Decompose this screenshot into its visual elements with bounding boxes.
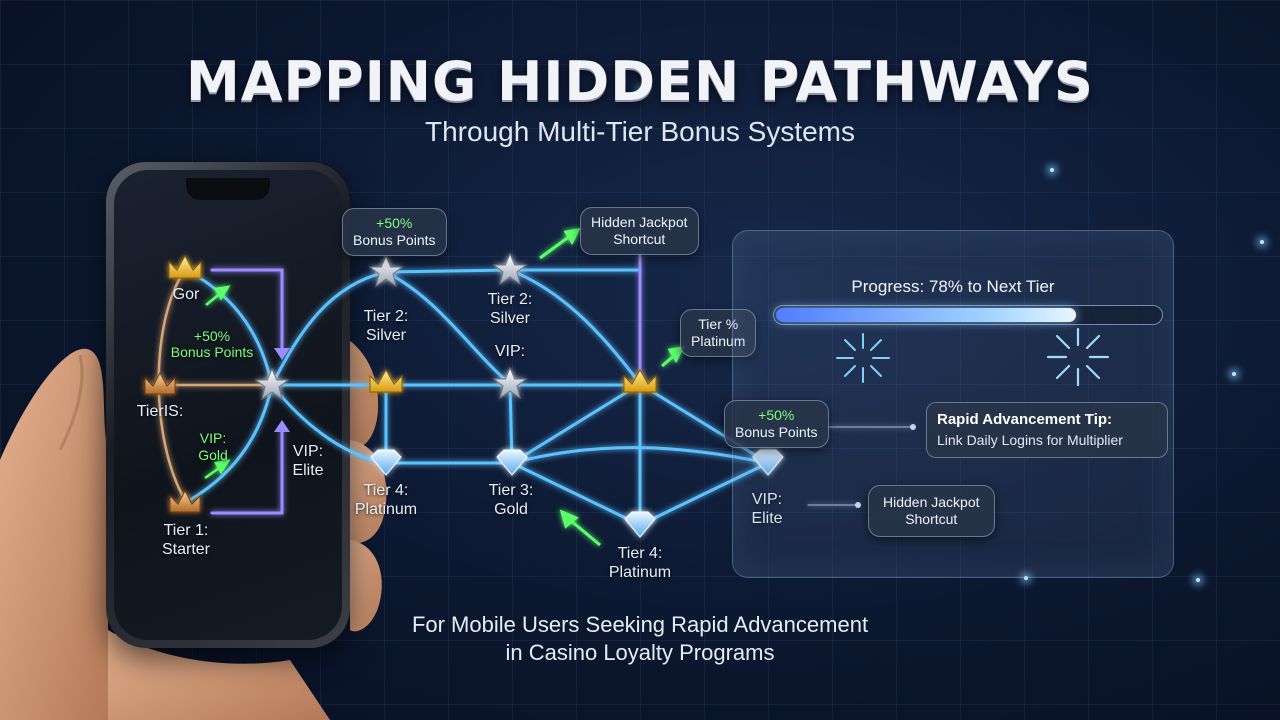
path-line <box>508 268 642 386</box>
star-icon <box>492 366 528 400</box>
label-gold: Gold <box>198 447 228 463</box>
path-line <box>210 268 284 352</box>
label-vip-elite-b: Elite <box>292 462 324 479</box>
path-line <box>638 461 770 527</box>
sparkle <box>1232 372 1236 376</box>
progress-bar-fill <box>776 308 1076 322</box>
sparkle <box>640 88 644 92</box>
label-vip-mid: VIP: <box>494 343 526 360</box>
star-icon <box>368 254 404 288</box>
label-vip-elite-right: VIP: <box>751 491 783 508</box>
bonus-points-bubble-top: +50% Bonus Points <box>342 208 447 256</box>
crown-icon <box>623 368 657 393</box>
bubble-jackpot-line2: Shortcut <box>613 231 666 247</box>
path-line <box>510 446 770 465</box>
firework-icon <box>1046 327 1110 387</box>
arrow-icon <box>559 509 601 547</box>
phone-device <box>106 162 350 648</box>
bubble-jackpot-line2: Shortcut <box>905 511 958 527</box>
bonus-points-bubble-right: +50% Bonus Points <box>724 400 829 448</box>
hand-illustration <box>0 330 387 720</box>
star-icon <box>492 252 528 286</box>
path-line <box>510 382 642 465</box>
diamond-icon <box>370 449 402 476</box>
arrow-icon <box>274 420 290 432</box>
bubble-tier-line1: Tier % <box>698 316 739 332</box>
label-tier2-silver-b: Silver <box>489 310 531 327</box>
sparkle <box>1024 576 1028 580</box>
tier-platinum-bubble: Tier % Platinum <box>680 309 757 357</box>
bubble-bonus-text: Bonus Points <box>735 424 818 440</box>
bubble-bonus-text: Bonus Points <box>353 232 436 248</box>
label-tier3-gold: Tier 3: <box>488 482 534 499</box>
hidden-jackpot-bubble-top: Hidden Jackpot Shortcut <box>580 207 699 255</box>
progress-bar <box>773 305 1163 325</box>
hidden-jackpot-bubble-bottom: Hidden Jackpot Shortcut <box>868 485 995 537</box>
phone-notch <box>186 178 270 200</box>
label-bonus-pct: +50% <box>193 328 231 344</box>
tip-title: Rapid Advancement Tip: <box>937 411 1113 428</box>
crown-icon <box>369 368 403 393</box>
sparkle <box>1260 240 1264 244</box>
path-line <box>188 383 274 502</box>
path-line <box>510 461 642 527</box>
arrow-icon <box>205 285 231 306</box>
rapid-advancement-tip: Rapid Advancement Tip: Link Daily Logins… <box>926 402 1168 458</box>
label-tier4-platinum-b: Tier 4: <box>617 545 663 562</box>
path-line <box>384 270 512 386</box>
arrow-icon <box>274 348 290 360</box>
label-tier4-platinum-a: Platinum <box>354 501 418 518</box>
diamond-icon <box>752 449 784 476</box>
phone-screen <box>114 170 342 640</box>
footer-line-2: in Casino Loyalty Programs <box>505 640 775 665</box>
bubble-jackpot-line1: Hidden Jackpot <box>591 214 688 230</box>
label-starter: Starter <box>161 541 211 558</box>
path-line <box>384 268 512 274</box>
label-bonus-points: Bonus Points <box>170 344 254 360</box>
label-vip-elite-a: VIP: <box>292 443 324 460</box>
path-line <box>188 270 274 387</box>
label-tiers: TierIS: <box>136 403 184 420</box>
crown-icon <box>168 254 202 279</box>
bubble-bonus-pct: +50% <box>758 407 795 423</box>
bubble-jackpot-line1: Hidden Jackpot <box>883 494 980 510</box>
crown-icon <box>144 371 176 395</box>
path-line <box>210 428 284 515</box>
star-icon <box>254 367 290 401</box>
path-line <box>638 382 770 465</box>
arrow-icon <box>204 459 231 480</box>
label-tier2-silver-a: Tier 2: <box>363 308 409 325</box>
crown-icon <box>169 489 201 513</box>
firework-icon <box>836 333 890 383</box>
page-title: MAPPING HIDDEN PATHWAYS <box>186 50 1094 113</box>
label-tier1: Tier 1: <box>163 522 209 539</box>
bubble-bonus-pct: +50% <box>376 215 413 231</box>
label-gor: Gor <box>172 286 200 303</box>
connector-dot <box>910 424 916 430</box>
arrow-icon <box>661 346 685 368</box>
diamond-icon <box>624 511 656 538</box>
label-tier4-platinum-b: Platinum <box>608 564 672 581</box>
path-line <box>270 270 388 387</box>
page-subtitle: Through Multi-Tier Bonus Systems <box>425 116 855 147</box>
diamond-icon <box>496 449 528 476</box>
bubble-tier-line2: Platinum <box>691 333 746 349</box>
sparkle <box>1196 578 1200 582</box>
sparkle <box>1050 168 1054 172</box>
label-tier2-silver-b: Tier 2: <box>487 291 533 308</box>
label-tier3-gold: Gold <box>494 501 528 518</box>
arrow-icon <box>539 228 581 260</box>
label-vip: VIP: <box>199 430 227 446</box>
connector-dot <box>855 502 861 508</box>
progress-label: Progress: 78% to Next Tier <box>851 277 1055 296</box>
footer-line-1: For Mobile Users Seeking Rapid Advanceme… <box>411 612 869 637</box>
path-line <box>270 383 388 465</box>
label-tier2-silver-a: Silver <box>365 327 407 344</box>
label-vip-elite-right: Elite <box>751 510 783 527</box>
tip-body: Link Daily Logins for Multiplier <box>937 432 1123 448</box>
label-tier4-platinum-a: Tier 4: <box>363 482 409 499</box>
